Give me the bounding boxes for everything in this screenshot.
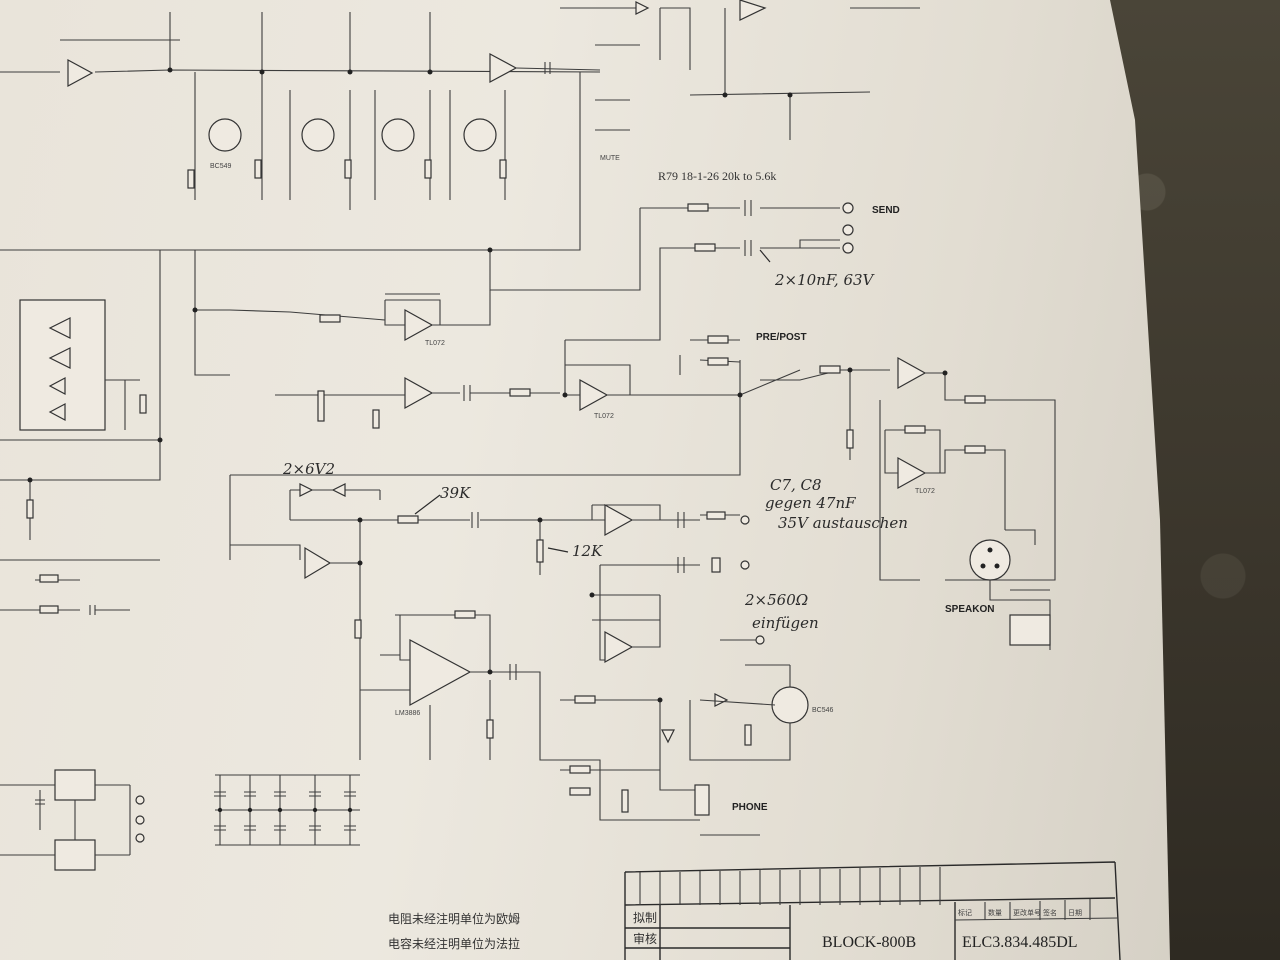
footnote-line-1: 电阻未经注明单位为欧姆 [388,911,520,926]
opamp-u1 [67,58,94,88]
bottom-left-ics [0,769,145,871]
resistor-send [687,203,709,212]
opamp-u5a [579,378,609,412]
power-amp: PHONE [354,610,809,836]
phone-jack [694,784,710,816]
title-row-1: 拟制 [633,911,657,925]
c7c8-note-3: 35V austauschen [778,514,908,532]
opamp-u8a [304,546,332,580]
ic-u12 [54,839,96,871]
transistor-q5 [771,686,809,724]
transistor-q2 [301,118,335,152]
r12-note: 12K [572,542,603,560]
transistor-q4 [463,118,497,152]
phone-label: PHONE [732,802,768,813]
res560-note-1: 2×560Ω [744,591,808,609]
opamp-u6a [404,308,434,342]
drawing-number: ELC3.834.485DL [962,934,1078,951]
ic-u11 [54,769,96,801]
r79-note: R79 18-1-26 20k to 5.6k [658,169,776,183]
diode-d8 [661,729,675,744]
left-ic-block [0,250,161,615]
ic-label-u5a: TL072 [594,413,614,420]
header-cell-3: 更改单号 [1013,908,1041,917]
ic-label-lm3886: LM3886 [395,710,420,717]
opamp-u6b [404,376,434,410]
title-block: 拟制 审核 BLOCK-800B ELC3.834.485DL 标记 数量 更改… [624,861,1121,960]
opamp-top-right [739,0,767,21]
ic-label-q5: BC546 [812,707,834,714]
ic-label-u7b: TL072 [915,488,935,495]
opamp-u9a [604,630,634,664]
ic-lm3886 [409,639,472,707]
transistor-q1 [208,118,242,152]
res560-note-2: einfügen [752,614,819,632]
caps-note: 2×10nF, 63V [774,271,876,289]
ic-label-u6a: TL072 [425,340,445,347]
speakon-connector [969,539,1011,581]
diode-top [635,1,650,15]
title-row-2: 审核 [633,931,657,946]
zener-output: 2×6V2 39K 12K C7, C8 gegen 47nF 35V aust… [229,420,908,760]
opamp-u9b [604,503,634,537]
transistor-q3 [381,118,415,152]
mute-label: MUTE [600,155,620,162]
c7c8-note-2: gegen 47nF [765,494,856,512]
diode-d9 [714,693,729,707]
send-output: SEND 2×10nF, 63V [489,200,900,341]
opamp-u2 [489,52,518,84]
zener-note: 2×6V2 [282,460,335,478]
c7c8-note-1: C7, C8 [770,476,822,494]
header-cell-5: 日期 [1068,909,1082,917]
speakon-label: SPEAKON [945,604,994,615]
drawing-name: BLOCK-800B [822,934,916,951]
opamp-u7a [897,356,927,390]
zener-diode-2 [331,483,346,497]
header-cell-1: 标记 [958,908,972,917]
zener-diode-1 [299,483,314,497]
r39-note: 39K [440,484,471,502]
header-cell-4: 签名 [1043,908,1057,917]
opamp-u7b [897,456,927,490]
mid-mixer: PRE/POST [194,250,1056,581]
speakon-section: SPEAKON [945,529,1051,650]
ic-label-q1: BC549 [210,163,232,170]
junction-dots [27,67,948,703]
prepost-label: PRE/POST [756,332,807,343]
header-cell-2: 数量 [988,908,1002,917]
send-label: SEND [872,205,900,216]
footnote-line-2: 电容未经注明单位为法拉 [388,936,520,951]
top-input-stage: MUTE [0,0,920,251]
capacitor-bank [214,774,360,846]
